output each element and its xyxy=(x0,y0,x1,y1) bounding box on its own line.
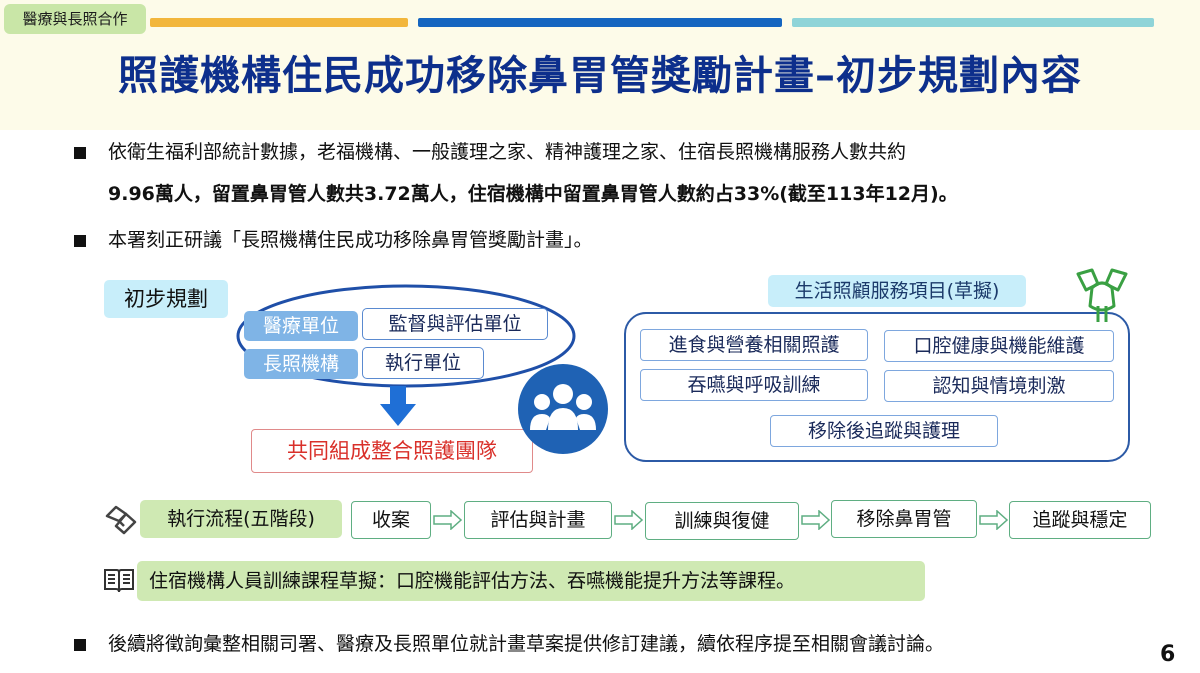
bullet-1-line-2: 9.96萬人，留置鼻胃管人數共3.72萬人，住宿機構中留置鼻胃管人數約占33%(… xyxy=(108,183,958,205)
accent-stripe-teal xyxy=(792,18,1154,27)
bullet-square-icon xyxy=(74,639,86,651)
bullet-3-text: 後續將徵詢彙整相關司署、醫療及長照單位就計畫草案提供修訂建議，續依程序提至相關會… xyxy=(108,633,945,655)
execution-unit-box: 執行單位 xyxy=(362,347,484,379)
accent-stripe-yellow xyxy=(150,18,408,27)
supervision-unit-box: 監督與評估單位 xyxy=(362,308,548,340)
flow-step: 評估與計畫 xyxy=(464,501,612,539)
service-items-label: 生活照顧服務項目(草擬) xyxy=(768,275,1026,307)
integrated-team-box: 共同組成整合照護團隊 xyxy=(251,429,533,473)
flow-label: 執行流程(五階段) xyxy=(140,500,342,538)
people-group-icon xyxy=(518,364,608,454)
accent-stripe-blue xyxy=(418,18,782,27)
down-arrow-icon xyxy=(380,386,416,426)
right-arrow-icon xyxy=(801,510,830,530)
book-icon xyxy=(104,569,134,593)
service-item: 認知與情境刺激 xyxy=(884,370,1114,402)
right-arrow-icon xyxy=(614,510,643,530)
bullet-square-icon xyxy=(74,235,86,247)
flow-step: 追蹤與穩定 xyxy=(1009,501,1151,539)
stacked-hands-icon xyxy=(1076,268,1128,322)
page-title: 照護機構住民成功移除鼻胃管獎勵計畫–初步規劃內容 xyxy=(118,53,1082,99)
ltc-facility-label: 長照機構 xyxy=(244,349,358,379)
bullet-1-line-1: 依衛生福利部統計數據，老福機構、一般護理之家、精神護理之家、住宿長照機構服務人數… xyxy=(108,141,907,163)
service-item: 移除後追蹤與護理 xyxy=(770,415,998,447)
bullet-square-icon xyxy=(74,147,86,159)
right-arrow-icon xyxy=(433,510,462,530)
right-arrow-icon xyxy=(979,510,1008,530)
flow-step: 訓練與復健 xyxy=(645,502,799,540)
service-item: 吞嚥與呼吸訓練 xyxy=(640,369,868,401)
section-tag: 醫療與長照合作 xyxy=(4,4,146,34)
flow-step: 移除鼻胃管 xyxy=(831,500,977,538)
plan-label: 初步規劃 xyxy=(104,280,228,318)
training-course-box: 住宿機構人員訓練課程草擬：口腔機能評估方法、吞嚥機能提升方法等課程。 xyxy=(137,561,925,601)
service-items-frame xyxy=(624,312,1130,462)
page-number: 6 xyxy=(1160,642,1176,667)
service-item: 進食與營養相關照護 xyxy=(640,329,868,361)
handshake-icon xyxy=(105,505,137,535)
medical-unit-label: 醫療單位 xyxy=(244,311,358,341)
flow-step: 收案 xyxy=(351,501,431,539)
bullet-2-text: 本署刻正研議「長照機構住民成功移除鼻胃管獎勵計畫」。 xyxy=(108,229,593,251)
service-item: 口腔健康與機能維護 xyxy=(884,330,1114,362)
